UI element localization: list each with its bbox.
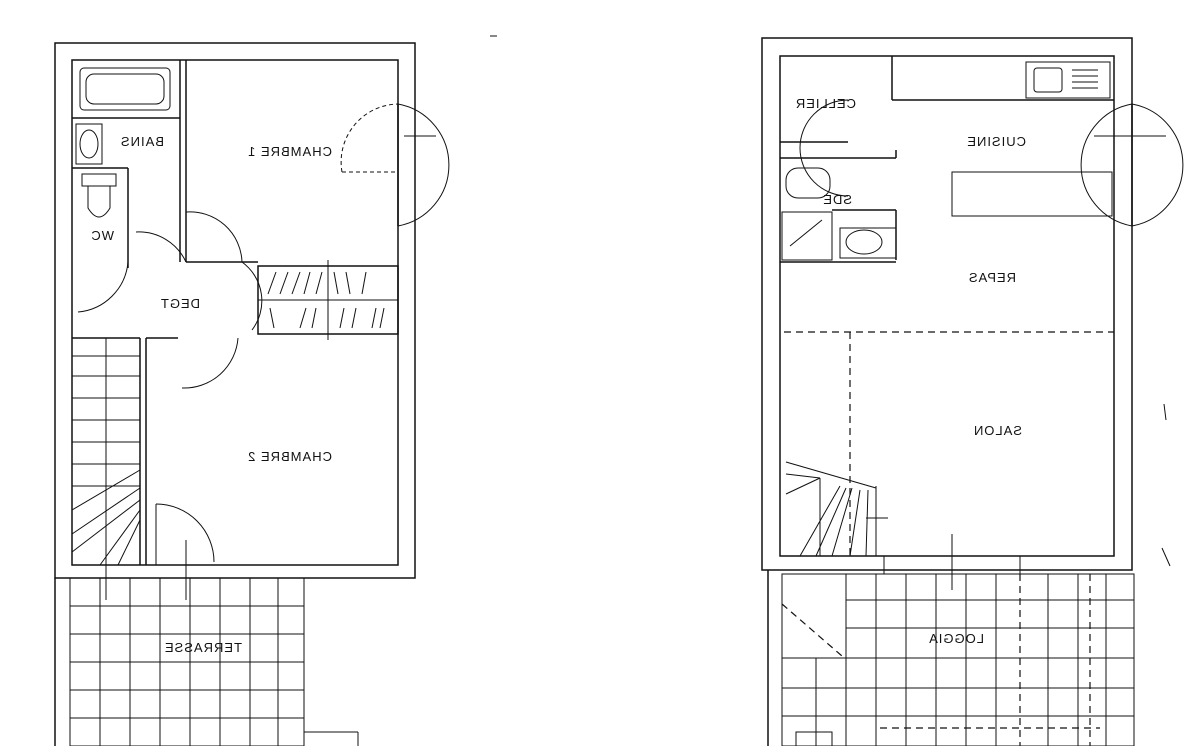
shower [781, 211, 833, 261]
right-inner-wall [779, 55, 1115, 557]
label-sde: SDE [822, 192, 852, 207]
right-floor-plan [761, 37, 1184, 746]
label-cellier: CELLIER [795, 96, 856, 111]
kitchen-island [951, 171, 1113, 217]
label-salon: SALON [973, 423, 1022, 438]
washbasin [75, 123, 103, 165]
toilet-tank [81, 173, 117, 187]
sde-washbasin [845, 229, 883, 255]
terrace-tiles [69, 577, 359, 746]
shower-toilet [785, 167, 831, 199]
label-wc: WC [90, 228, 114, 243]
right-outer-wall [761, 37, 1133, 571]
bathtub [79, 67, 171, 111]
loggia-tiles [781, 534, 1135, 746]
label-cuisine: CUISINE [966, 134, 1026, 149]
room-labels: BAINS CHAMBRE 1 WC DEGT CHAMBRE 2 TERRAS… [90, 96, 1026, 655]
label-repas: REPAS [968, 270, 1016, 285]
label-loggia: LOGGIA [928, 631, 984, 646]
right-staircase [785, 461, 888, 557]
stove [1025, 61, 1111, 99]
toilet-bowl [87, 186, 111, 218]
label-bains: BAINS [120, 134, 164, 149]
left-floor-plan [54, 35, 497, 746]
left-outer-wall [54, 42, 416, 579]
label-chambre-1: CHAMBRE 1 [247, 144, 332, 159]
label-degt: DEGT [160, 296, 200, 311]
label-terrasse: TERRASSE [164, 640, 242, 655]
label-chambre-2: CHAMBRE 2 [247, 449, 332, 464]
left-staircase [71, 338, 141, 600]
